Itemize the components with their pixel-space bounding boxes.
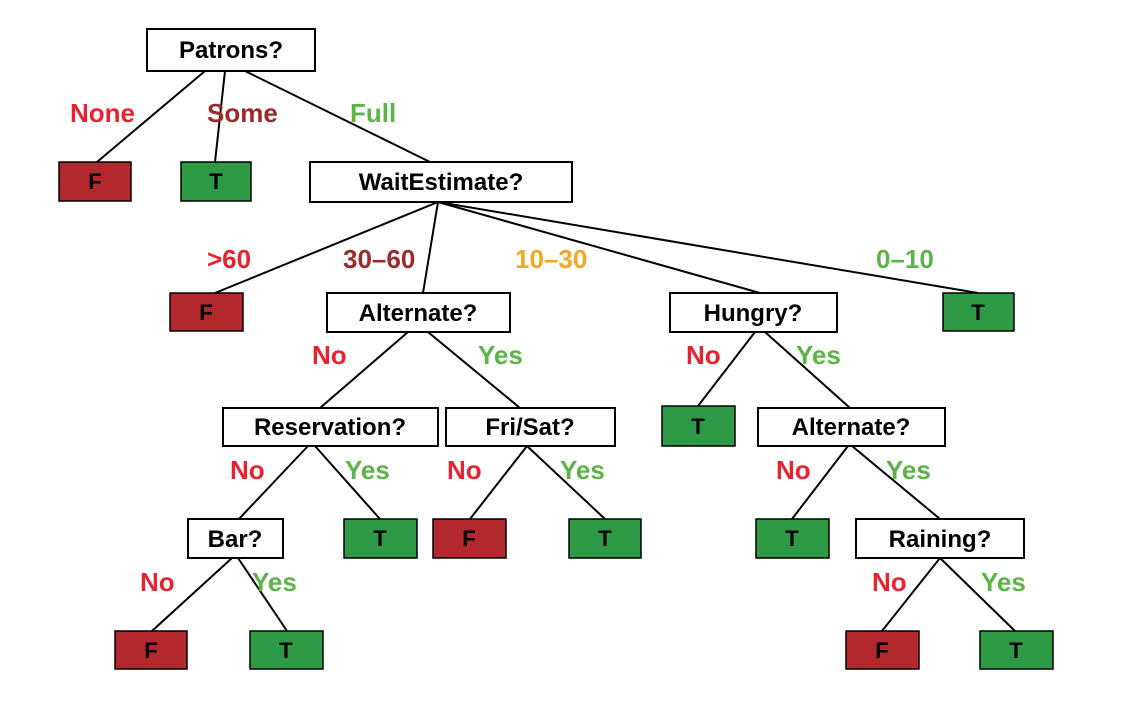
leaf-label: T [691, 414, 705, 439]
edge-hungry-no [697, 331, 756, 407]
edge-hungry-yes [764, 331, 851, 409]
leaf-label: T [373, 526, 387, 551]
edge-label-raining-no: No [872, 567, 907, 597]
edge-label-10-30: 10–30 [515, 244, 587, 274]
edge-reservation-no [236, 445, 309, 522]
edge-fri-sat-yes [526, 445, 606, 520]
tree-edges [96, 70, 1016, 632]
edge-label-hungry-no: No [686, 340, 721, 370]
edge-label-none: None [70, 98, 135, 128]
leaf-reservation-yes: T [343, 518, 418, 559]
node-label: Alternate? [792, 414, 911, 441]
node-reservation: Reservation? [222, 407, 439, 447]
edge-patrons-full [244, 70, 431, 163]
edge-label-alternate-1-no: No [312, 340, 347, 370]
edge-patrons-none [96, 70, 206, 163]
leaf-label: F [88, 169, 101, 194]
node-fri-sat: Fri/Sat? [445, 407, 616, 447]
edge-label-alternate-2-yes: Yes [886, 455, 931, 485]
node-raining: Raining? [855, 518, 1025, 559]
edge-label-some: Some [207, 98, 278, 128]
node-hungry: Hungry? [669, 292, 838, 333]
edge-label-fri-sat-yes: Yes [560, 455, 605, 485]
edge-label-reservation-no: No [230, 455, 265, 485]
node-wait-estimate: WaitEstimate? [309, 161, 573, 203]
edge-labels: None Some Full >60 30–60 10–30 0–10 No Y… [70, 98, 1026, 597]
leaf-label: F [462, 526, 475, 551]
node-label: Fri/Sat? [485, 414, 574, 441]
edge-fri-sat-no [469, 445, 528, 520]
leaf-label: F [199, 300, 212, 325]
node-label: Bar? [208, 526, 263, 553]
edge-wait-over-60 [214, 201, 439, 294]
edge-label-raining-yes: Yes [981, 567, 1026, 597]
node-alternate-2: Alternate? [757, 407, 946, 447]
leaf-nodes: F T F T T T F T [58, 161, 1054, 670]
leaf-fri-sat-no: F [432, 518, 507, 559]
edge-alternate-1-no [319, 331, 409, 409]
leaf-bar-no: F [114, 630, 188, 670]
edge-label-fri-sat-no: No [447, 455, 482, 485]
node-alternate-1: Alternate? [326, 292, 511, 333]
leaf-label: T [279, 638, 293, 663]
edge-alternate-2-no [791, 445, 849, 520]
leaf-label: T [971, 300, 985, 325]
edge-raining-yes [939, 557, 1016, 632]
leaf-label: F [144, 638, 157, 663]
edge-alternate-2-yes [851, 445, 941, 520]
leaf-raining-no: F [845, 630, 920, 670]
leaf-raining-yes: T [979, 630, 1054, 670]
edge-wait-30-60 [422, 201, 439, 294]
edge-reservation-yes [314, 445, 381, 520]
leaf-label: T [598, 526, 612, 551]
edge-bar-yes [237, 557, 288, 632]
edge-label-alternate-1-yes: Yes [478, 340, 523, 370]
node-label: Alternate? [359, 300, 478, 327]
edge-label-30-60: 30–60 [343, 244, 415, 274]
edge-label-reservation-yes: Yes [345, 455, 390, 485]
edge-label-bar-no: No [140, 567, 175, 597]
leaf-label: F [875, 638, 888, 663]
leaf-hungry-no: T [661, 405, 736, 447]
leaf-label: T [785, 526, 799, 551]
edge-bar-no [151, 557, 233, 632]
node-label: Hungry? [704, 300, 803, 327]
edge-label-alternate-2-no: No [776, 455, 811, 485]
leaf-bar-yes: T [249, 630, 324, 670]
edge-wait-0-10 [437, 201, 979, 294]
node-bar: Bar? [187, 518, 284, 559]
edge-label-bar-yes: Yes [252, 567, 297, 597]
edge-patrons-some [214, 70, 226, 163]
leaf-patrons-none: F [58, 161, 132, 202]
leaf-wait-0-10: T [942, 292, 1015, 332]
node-label: WaitEstimate? [359, 169, 523, 196]
leaf-label: T [1009, 638, 1023, 663]
node-label: Patrons? [179, 37, 283, 64]
leaf-label: T [209, 169, 223, 194]
node-label: Raining? [889, 526, 992, 553]
edge-label-0-10: 0–10 [876, 244, 934, 274]
leaf-fri-sat-yes: T [568, 518, 642, 559]
edge-raining-no [881, 557, 941, 632]
edge-label-over-60: >60 [207, 244, 251, 274]
node-patrons: Patrons? [146, 28, 316, 72]
edge-label-hungry-yes: Yes [796, 340, 841, 370]
node-label: Reservation? [254, 414, 406, 441]
edge-alternate-1-yes [427, 331, 521, 409]
leaf-alternate-2-no: T [755, 518, 830, 559]
decision-nodes: Patrons? WaitEstimate? Alternate? Hungry… [146, 28, 1025, 559]
leaf-patrons-some: T [180, 161, 252, 202]
edge-label-full: Full [350, 98, 396, 128]
leaf-wait-over-60: F [169, 292, 244, 332]
edge-wait-10-30 [437, 201, 761, 294]
